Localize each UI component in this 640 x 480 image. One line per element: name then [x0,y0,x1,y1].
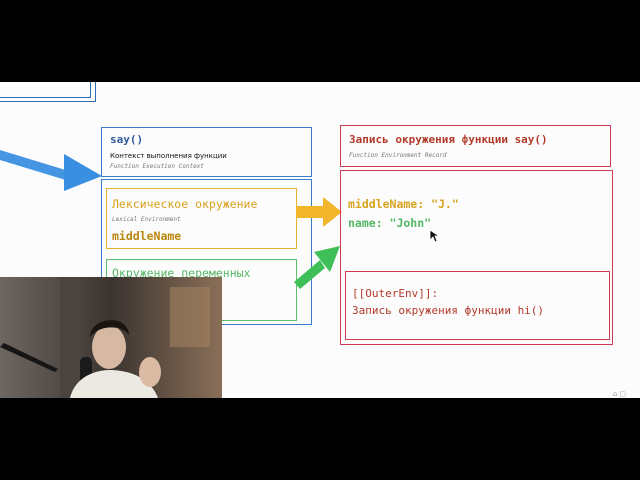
environment-record-caption: Function Environment Record [349,152,447,159]
environment-record-body: middleName: "J." name: "John" [[OuterEnv… [340,170,613,345]
blue-arrow-shaft [0,150,72,181]
execution-context-box: say() Контекст выполнения функции Functi… [101,127,312,177]
context-subtitle: Контекст выполнения функции [110,152,227,160]
lexical-environment-title: Лексическое окружение [112,197,258,211]
offscreen-box-inner [0,82,91,98]
outer-env-label: [[OuterEnv]]: [352,287,439,300]
person-face [92,325,126,369]
variable-environment-title: Окружение переменных [112,266,251,280]
microphone-arm [0,343,58,372]
webcam-door [60,277,82,398]
lexical-environment-value: middleName [112,229,182,243]
context-caption: Function Execution Context [110,163,204,170]
context-title: say() [110,133,144,146]
orange-arrow-shaft [296,206,326,218]
environment-record-title: Запись окружения функции say() [349,133,548,146]
slide-corner-marks: ⌂ ▢ [612,390,626,398]
blue-arrow-icon [0,150,102,191]
webcam-lamp-light [170,287,210,347]
green-arrow-head [314,246,340,272]
webcam-overlay [0,277,222,398]
outer-env-value: Запись окружения функции hi() [352,304,545,317]
green-arrow-icon [294,246,340,289]
person-raised-hand [139,357,161,387]
webcam-person-icon [0,277,222,398]
lexical-environment-caption: Lexical Environment [112,216,181,223]
blue-arrow-head [64,154,102,191]
green-arrow-shaft [294,260,325,289]
person-body [70,370,158,398]
outer-env-box: [[OuterEnv]]: Запись окружения функции h… [345,271,610,340]
environment-record-header: Запись окружения функции say() Function … [340,125,611,167]
person-hair [90,320,129,337]
mouse-cursor-icon [429,229,439,243]
record-middlename-binding: middleName: "J." [348,197,459,211]
orange-arrow-icon [296,197,342,227]
offscreen-box [0,82,96,102]
record-name-binding: name: "John" [348,216,432,230]
orange-arrow-head [323,197,342,227]
lexical-environment-box: Лексическое окружение Lexical Environmen… [106,188,297,249]
